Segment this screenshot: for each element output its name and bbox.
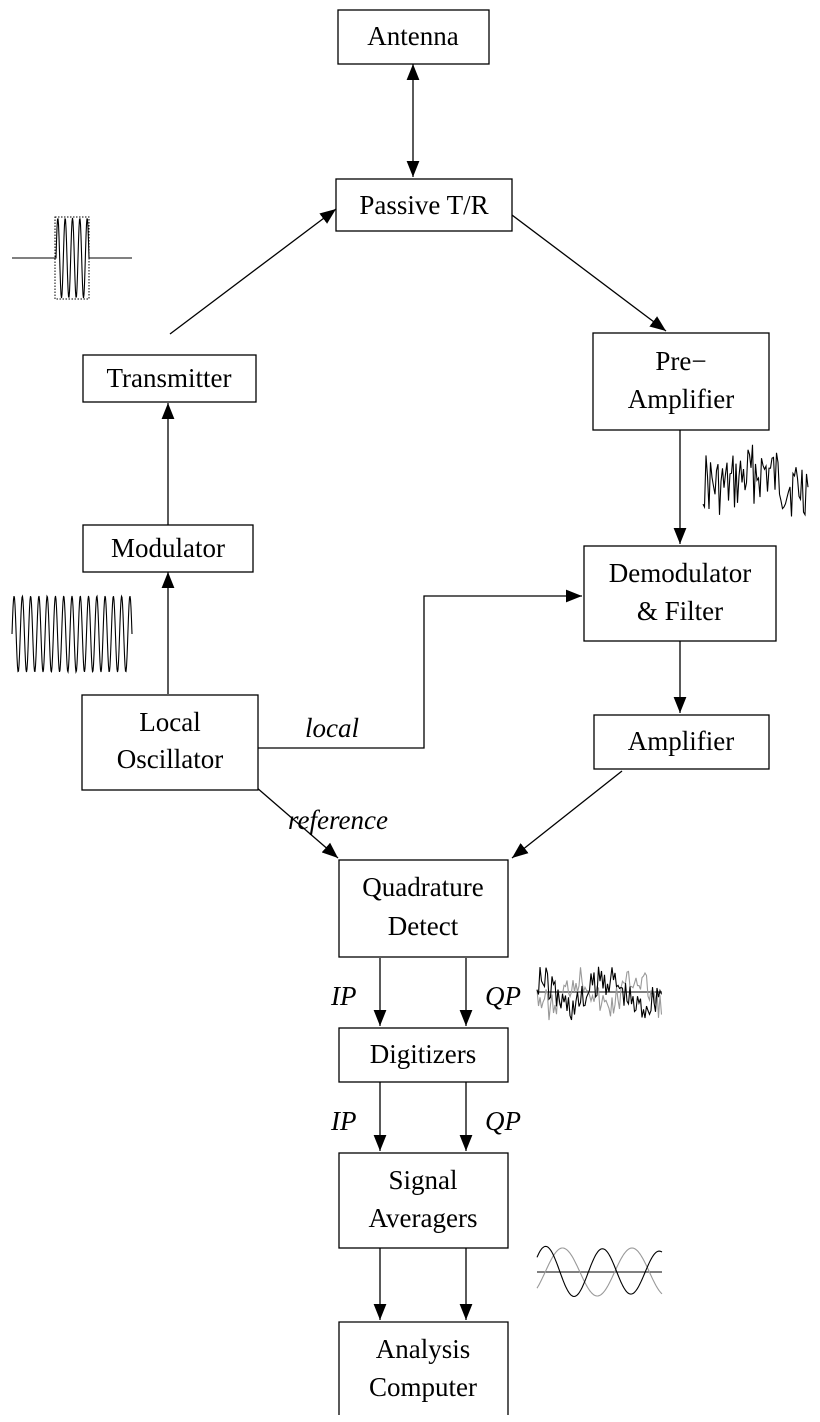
box-quadrature-detect: Quadrature Detect [338,859,509,958]
pulse-waveform [12,216,132,300]
box-analysis-computer: Analysis Computer [338,1321,509,1415]
analysis-computer-label-line2: Computer [369,1372,477,1402]
box-transmitter: Transmitter [82,354,257,403]
box-pre-amplifier: Pre− Amplifier [592,332,770,431]
reference-label: reference [288,805,388,835]
pre-amplifier-label-line2: Amplifier [628,384,734,414]
qp-label-quadrature: QP [485,981,521,1011]
arrow-amplifier-quadrature [511,770,623,859]
qp-label-digitizers: QP [485,1106,521,1136]
box-antenna: Antenna [337,9,490,65]
quadrature-detect-label-line1: Quadrature [362,872,483,902]
box-passive-tr: Passive T/R [335,178,513,232]
averaged-quadrature-waveform [536,1245,663,1298]
sine-carrier-waveform [11,594,133,674]
noisy-quadrature-waveform [536,966,663,1021]
box-amplifier: Amplifier [593,714,770,770]
passive-tr-label: Passive T/R [359,190,488,220]
pre-amplifier-label-line1: Pre− [655,346,706,376]
amplifier-label: Amplifier [628,726,734,756]
local-oscillator-label-line1: Local [139,707,200,737]
noisy-echo-waveform [702,444,809,517]
box-digitizers: Digitizers [338,1027,509,1083]
quadrature-detect-label-line2: Detect [388,911,459,941]
demodulator-filter-label-line2: & Filter [637,596,723,626]
antenna-label: Antenna [367,21,458,51]
ip-label-digitizers: IP [330,1106,356,1136]
box-signal-averagers: Signal Averagers [338,1152,509,1249]
box-demodulator-filter: Demodulator & Filter [583,545,777,642]
transmitter-label: Transmitter [106,363,231,393]
digitizers-label: Digitizers [370,1039,476,1069]
arrow-local-oscillator-quadrature [255,786,339,859]
modulator-label: Modulator [111,533,225,563]
connectors [161,64,687,1320]
analysis-computer-label-line1: Analysis [376,1334,471,1364]
box-modulator: Modulator [82,524,254,573]
local-label: local [305,713,359,743]
signal-averagers-label-line1: Signal [388,1165,457,1195]
arrow-passive-tr-pre-amplifier [507,211,667,332]
box-local-oscillator: Local Oscillator [81,694,259,791]
demodulator-filter-label-line1: Demodulator [609,558,751,588]
signal-averagers-label-line2: Averagers [369,1203,478,1233]
local-oscillator-label-line2: Oscillator [117,744,223,774]
arrow-transmitter-passive-tr [169,208,337,335]
arrow-local-to-demodulator [258,589,582,749]
ip-label-quadrature: IP [330,981,356,1011]
